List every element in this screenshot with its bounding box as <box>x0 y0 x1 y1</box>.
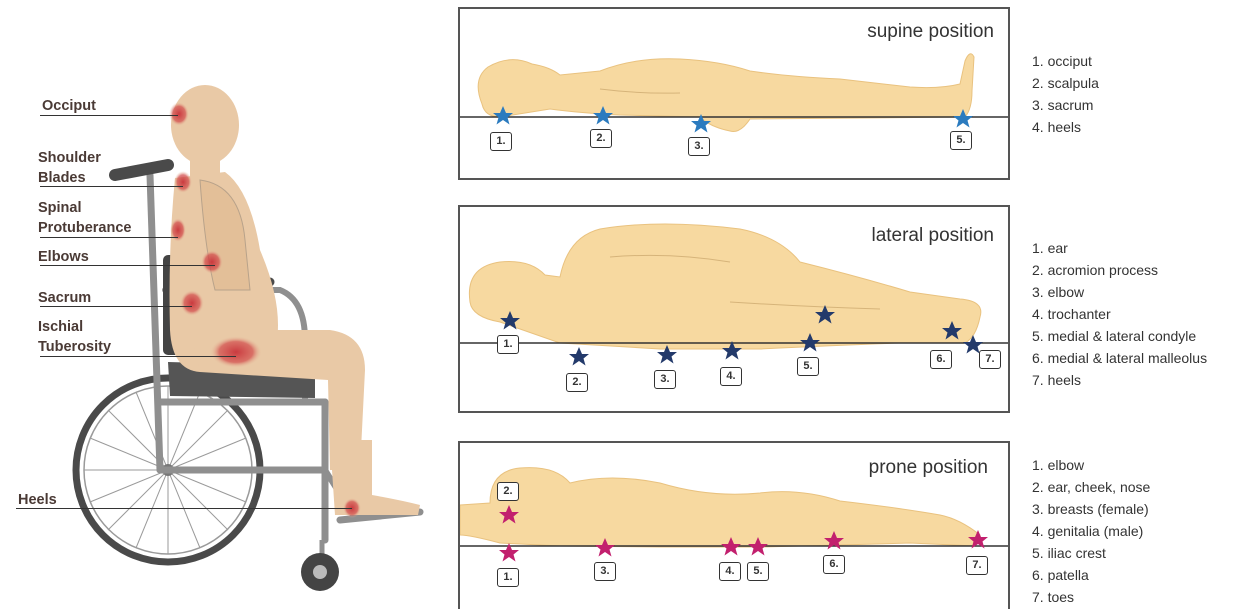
legend-item: 5. medial & lateral condyle <box>1032 325 1207 347</box>
legend-supine: 1. occiput 2. scalpula 3. sacrum 4. heel… <box>1032 50 1099 138</box>
lateral-marker-1: 1. <box>497 335 519 354</box>
panel-title-prone: prone position <box>869 457 988 479</box>
legend-item: 1. occiput <box>1032 50 1099 72</box>
leader-sacrum <box>40 306 192 307</box>
legend-item: 7. toes <box>1032 586 1150 608</box>
legend-item: 2. ear, cheek, nose <box>1032 476 1150 498</box>
legend-item: 3. breasts (female) <box>1032 498 1150 520</box>
legend-item: 5. iliac crest <box>1032 542 1150 564</box>
legend-item: 2. acromion process <box>1032 259 1207 281</box>
lateral-marker-3: 3. <box>654 370 676 389</box>
panel-prone: prone position 2. 1. 3. 4. 5. 6. 7. <box>458 441 1010 609</box>
label-ischial-tuberosity: Ischial Tuberosity <box>38 317 111 357</box>
leader-occiput <box>40 115 178 116</box>
legend-item: 1. ear <box>1032 237 1207 259</box>
label-shoulder-blades: Shoulder Blades <box>38 148 101 188</box>
supine-marker-5: 5. <box>950 131 972 150</box>
prone-marker-1: 1. <box>497 568 519 587</box>
lateral-marker-2: 2. <box>566 373 588 392</box>
leader-heels <box>16 508 352 509</box>
prone-marker-6: 6. <box>823 555 845 574</box>
front-caster <box>301 540 339 591</box>
leader-ischial-tuberosity <box>40 356 236 357</box>
prone-marker-4: 4. <box>719 562 741 581</box>
panel-lateral: lateral position 1. 2. 3. 4. 5. 6. 7. <box>458 205 1010 413</box>
wheelchair-figure: Occiput Shoulder Blades Spinal Protubera… <box>0 0 440 609</box>
label-occiput: Occiput <box>42 96 96 116</box>
lateral-marker-7: 7. <box>979 350 1001 369</box>
leader-shoulder-blades <box>40 186 183 187</box>
prone-marker-7: 7. <box>966 556 988 575</box>
supine-marker-3: 3. <box>688 137 710 156</box>
lateral-star-2 <box>569 347 589 366</box>
label-elbows: Elbows <box>38 247 89 267</box>
legend-prone: 1. elbow 2. ear, cheek, nose 3. breasts … <box>1032 454 1150 608</box>
legend-item: 4. trochanter <box>1032 303 1207 325</box>
prone-marker-3: 3. <box>594 562 616 581</box>
legend-item: 7. heels <box>1032 369 1207 391</box>
label-heels: Heels <box>18 490 57 510</box>
legend-item: 4. heels <box>1032 116 1099 138</box>
legend-item: 1. elbow <box>1032 454 1150 476</box>
supine-marker-2: 2. <box>590 129 612 148</box>
legend-item: 4. genitalia (male) <box>1032 520 1150 542</box>
legend-item: 2. scalpula <box>1032 72 1099 94</box>
legend-item: 6. patella <box>1032 564 1150 586</box>
legend-item: 3. sacrum <box>1032 94 1099 116</box>
supine-marker-1: 1. <box>490 132 512 151</box>
panel-title-supine: supine position <box>867 21 994 43</box>
panel-title-lateral: lateral position <box>871 225 994 247</box>
leader-elbows <box>40 265 215 266</box>
legend-item: 6. medial & lateral malleolus <box>1032 347 1207 369</box>
lateral-marker-5: 5. <box>797 357 819 376</box>
lateral-marker-6: 6. <box>930 350 952 369</box>
lateral-marker-4: 4. <box>720 367 742 386</box>
label-spinal-protuberance: Spinal Protuberance <box>38 198 131 238</box>
legend-item: 3. elbow <box>1032 281 1207 303</box>
prone-marker-5: 5. <box>747 562 769 581</box>
legend-lateral: 1. ear 2. acromion process 3. elbow 4. t… <box>1032 237 1207 391</box>
leader-spinal-protuberance <box>40 237 178 238</box>
label-sacrum: Sacrum <box>38 288 91 308</box>
panel-supine: supine position 1. 2. 3. 5. <box>458 7 1010 180</box>
prone-marker-2: 2. <box>497 482 519 501</box>
